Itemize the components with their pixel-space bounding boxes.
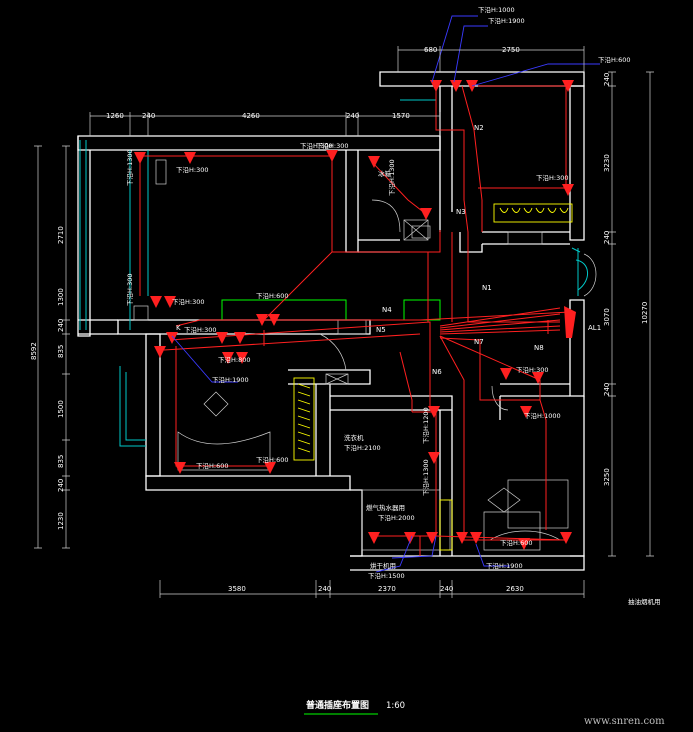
title-block: 普通插座布置图 1:60 www.snren.com [304,699,665,727]
dim-left-3: 240 [57,319,65,332]
label-h2000: 下沿H:2000 [378,513,415,522]
label-h2100: 下沿H:2100 [344,443,381,452]
label-range-hood-note: 抽油烟机用 [628,597,661,606]
label-h300-e: 下沿H:300 [184,325,216,334]
appliance-labels: 冰箱 洗衣机 燃气热水器用 烘干机用 抽油烟机用 [344,169,661,606]
circuit-n3: N3 [456,208,466,216]
dim-right-2: 3230 [603,154,611,172]
drawing-title: 普通插座布置图 [306,699,369,711]
label-h1900-top: 下沿H:1900 [488,16,525,25]
dim-right-total: 10270 [641,302,649,324]
label-h300-c: 下沿H:300 [125,274,134,306]
label-h300-d: 下沿H:300 [172,297,204,306]
dim-left-7: 240 [57,479,65,492]
dim-bottom-3: 2370 [378,585,396,593]
doors [319,199,597,411]
dim-left-1: 2710 [57,226,65,244]
label-water-heater: 燃气热水器用 [366,503,405,512]
dim-right-1: 240 [603,73,611,86]
label-h600-top: 下沿H:600 [598,55,630,64]
fixtures [133,159,573,551]
label-h300-a: 下沿H:300 [176,165,208,174]
label-h300-f: 下沿H:300 [300,141,332,150]
socket-height-labels: 下沿H:1000 下沿H:1900 下沿H:600 下沿H:300 下沿H:30… [125,5,630,580]
label-h300-g: 下沿H:300 [516,365,548,374]
label-h300-b: 下沿H:300 [316,141,348,150]
dim-left-8: 1230 [57,512,65,530]
dim-left-2: 1300 [57,288,65,306]
label-dryer: 烘干机用 [370,561,396,570]
circuit-n8: N8 [534,344,544,352]
circuit-n2: N2 [474,124,484,132]
watermark: www.snren.com [584,716,665,727]
label-h1300-b: 下沿H:1300 [387,159,396,196]
dim-top-left-2: 240 [142,112,155,120]
dim-right-6: 3250 [603,468,611,486]
circuit-n6: N6 [432,368,442,376]
dim-right-4: 3070 [603,308,611,326]
dim-left-total: 8592 [30,342,38,360]
dim-top-right-1: 680 [424,46,437,54]
leaders [171,15,600,573]
label-h1900-bed: 下沿H:1900 [212,375,249,384]
dim-bottom-4: 240 [440,585,453,593]
label-h600-bed: 下沿H:600 [196,461,228,470]
sockets [134,80,576,550]
dim-bottom-2: 240 [318,585,331,593]
label-h600-bed2: 下沿H:600 [256,455,288,464]
circuit-n1: N1 [482,284,492,292]
circuit-n4: N4 [382,306,392,314]
label-h300-kitchen: 下沿H:300 [536,173,568,182]
label-fridge: 冰箱 [378,169,392,178]
wiring [139,85,571,556]
label-h600-b: 下沿H:600 [500,538,532,547]
label-h1900-b: 下沿H:1900 [486,561,523,570]
dim-left-5: 1500 [57,400,65,418]
dim-top-left-5: 1570 [392,112,410,120]
dim-left-4: 835 [57,345,65,358]
dimension-lines [34,46,654,598]
label-h1300-c: 下沿H:1300 [421,459,430,496]
dim-bottom-5: 2630 [506,585,524,593]
circuit-n5: N5 [376,326,386,334]
label-washer: 洗衣机 [344,433,364,442]
label-h800: 下沿H:800 [218,355,250,364]
dim-right-5: 240 [603,383,611,396]
dim-bottom-1: 3580 [228,585,246,593]
drawing-scale: 1:60 [386,701,405,711]
label-h1000-b: 下沿H:1000 [524,411,561,420]
label-h600-mid: 下沿H:600 [256,291,288,300]
dim-right-3: 240 [603,231,611,244]
dim-top-left-1: 1260 [106,112,124,120]
label-h1200: 下沿H:1200 [421,407,430,444]
dim-top-left-4: 240 [346,112,359,120]
panel-al1: AL1 [588,324,601,332]
label-h1500: 下沿H:1500 [368,571,405,580]
dimension-text: 680 2750 1260 240 4260 240 1570 3580 240… [30,46,649,593]
switch-k: K [176,324,181,332]
circuit-labels: N1 N2 N3 N4 N5 N6 N7 N8 AL1 K [176,124,601,376]
label-h1000: 下沿H:1000 [478,5,515,14]
windows [79,99,588,447]
dim-top-right-2: 2750 [502,46,520,54]
circuit-n7: N7 [474,338,484,346]
label-h1300-a: 下沿H:1300 [125,149,134,186]
dim-left-6: 835 [57,455,65,468]
dim-top-left-3: 4260 [242,112,260,120]
